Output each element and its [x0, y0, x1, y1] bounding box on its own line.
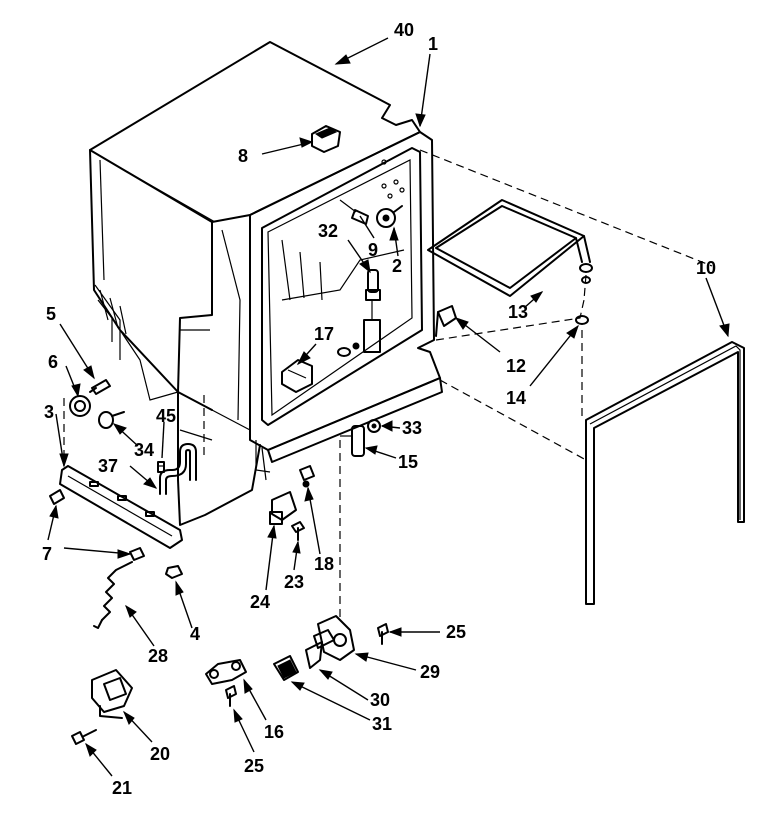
callout-14: 14	[506, 388, 526, 408]
callout-8: 8	[238, 146, 248, 166]
callout-1: 1	[428, 34, 438, 54]
part-3-bracket	[59, 465, 183, 549]
part-6-knob	[69, 395, 91, 417]
callout-28: 28	[148, 646, 168, 666]
callout-32: 32	[318, 221, 338, 241]
callout-3: 3	[44, 402, 54, 422]
part-25b-screw	[225, 685, 237, 707]
callout-23: 23	[284, 572, 304, 592]
callout-6: 6	[48, 352, 58, 372]
part-10-tub-rail	[585, 341, 745, 605]
part-23-screw	[291, 521, 305, 541]
part-18-screw	[299, 465, 315, 488]
callout-29: 29	[420, 662, 440, 682]
part-33-nut	[367, 419, 381, 433]
callout-9: 9	[368, 240, 378, 260]
part-34-foot	[98, 411, 125, 429]
callout-5: 5	[46, 304, 56, 324]
callout-12: 12	[506, 356, 526, 376]
callout-7: 7	[42, 544, 52, 564]
callout-2: 2	[392, 256, 402, 276]
part-20-valve	[91, 669, 133, 719]
part-9-screw	[339, 199, 369, 225]
callout-45: 45	[156, 406, 176, 426]
part-14-washer	[575, 263, 593, 325]
part-7-screw	[49, 489, 145, 561]
part-17-bracket	[281, 359, 313, 393]
callout-18: 18	[314, 554, 334, 574]
callout-33: 33	[402, 418, 422, 438]
part-25a-screw	[377, 623, 389, 645]
callout-16: 16	[264, 722, 284, 742]
callout-31: 31	[372, 714, 392, 734]
callout-24: 24	[250, 592, 270, 612]
washer-dot	[352, 342, 360, 350]
leader-lines	[47, 37, 730, 777]
part-4-nut	[165, 565, 183, 579]
part-30-clip	[305, 641, 323, 669]
front-frame	[249, 131, 443, 481]
callout-25-bottom: 25	[244, 756, 264, 776]
part-15-bracket	[340, 425, 365, 457]
part-31-pad	[273, 655, 299, 681]
part-12-clip	[435, 305, 457, 337]
part-28-spring	[93, 561, 133, 629]
part-8-latch	[311, 125, 341, 153]
callout-34: 34	[134, 440, 154, 460]
callout-17: 17	[314, 324, 334, 344]
part-16-bracket	[205, 659, 247, 685]
part-2-knob	[376, 205, 403, 228]
callout-40: 40	[394, 20, 414, 40]
part-13-rack	[427, 199, 591, 297]
callout-20: 20	[150, 744, 170, 764]
callout-25-right: 25	[446, 622, 466, 642]
callout-10: 10	[696, 258, 716, 278]
part-24-motor	[269, 491, 297, 525]
callout-37: 37	[98, 456, 118, 476]
callout-labels: 40 1 8 32 9 2 10 5 6 17 13 12 14 3 45 33…	[42, 20, 716, 798]
part-32-sensor	[363, 269, 381, 353]
callout-13: 13	[508, 302, 528, 322]
part-5-screw	[89, 379, 111, 395]
part-37-hose	[159, 443, 197, 495]
washer	[337, 347, 351, 357]
dashed-guides	[63, 149, 713, 620]
tub-assembly	[89, 41, 421, 526]
callout-4: 4	[190, 624, 200, 644]
callout-21: 21	[112, 778, 132, 798]
callout-15: 15	[398, 452, 418, 472]
part-21-screw	[71, 729, 97, 745]
callout-30: 30	[370, 690, 390, 710]
